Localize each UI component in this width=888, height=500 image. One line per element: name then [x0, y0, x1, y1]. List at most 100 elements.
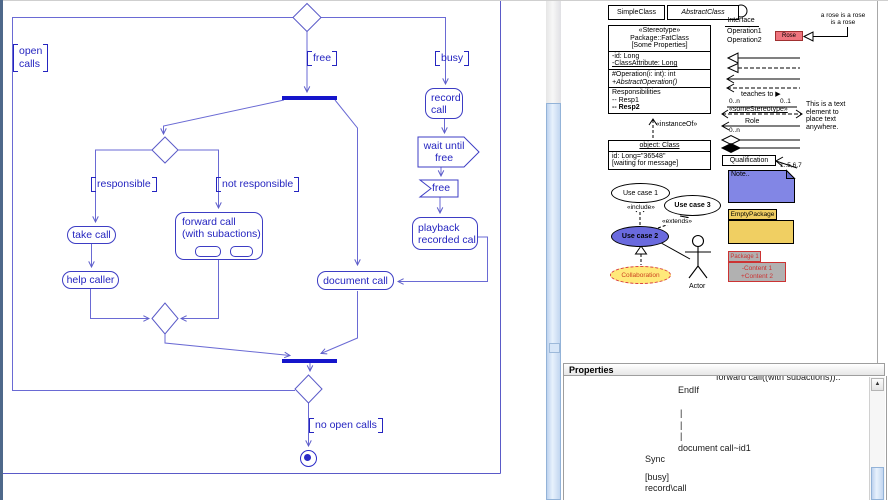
subaction-1[interactable]	[195, 246, 221, 257]
palette-use-case-1[interactable]: Use case 1	[611, 183, 670, 203]
responsibility-decision-diamond	[151, 136, 179, 164]
action-help-caller[interactable]: help caller	[62, 271, 119, 289]
properties-text-line[interactable]: Sync	[645, 454, 666, 464]
action-playback[interactable]: playback recorded cal	[412, 217, 478, 250]
rel-role: Role	[745, 118, 760, 125]
palette-fat-class[interactable]: «Stereotype» Package::FatClass [Some Pro…	[608, 25, 711, 114]
activity-connectors[interactable]	[88, 17, 488, 448]
palette-collaboration[interactable]: Collaboration	[610, 266, 671, 284]
instanceof-arrow[interactable]	[648, 118, 658, 139]
properties-text-line[interactable]: |	[680, 431, 683, 441]
properties-text-line[interactable]: EndIf	[678, 385, 700, 395]
fork-bar[interactable]	[282, 96, 337, 100]
palette-package1-body[interactable]: -Content 1 +Content 2	[728, 262, 786, 282]
rel-mult-right: 0..1	[780, 98, 791, 105]
loop-connector[interactable]	[12, 17, 296, 391]
fat-class-attr1: -id: Long	[612, 52, 640, 60]
palette-actor-label: Actor	[689, 283, 706, 290]
rose-inheritance-arrow[interactable]	[802, 27, 848, 42]
signal-shapes[interactable]	[417, 136, 480, 198]
palette-package1-tab[interactable]: Package 1	[728, 251, 761, 262]
palette-relation-rows[interactable]	[720, 52, 803, 169]
properties-title: Properties	[569, 365, 614, 375]
properties-text-line[interactable]: forward call((with subactions))..	[716, 372, 841, 382]
palette-empty-package-body[interactable]	[728, 220, 794, 244]
actor-icon[interactable]	[685, 234, 711, 279]
fat-class-stereotype: «Stereotype»	[638, 27, 681, 34]
fat-class-resp-header: Responsibilities	[612, 89, 661, 97]
properties-vscrollbar[interactable]: ▲	[869, 377, 885, 500]
palette-rose-class[interactable]: Rose	[775, 31, 803, 41]
rel-mult-left: 0..n	[729, 98, 740, 105]
rel-qual-mult: 1..5,6,7	[780, 162, 802, 169]
scrollbar-grip	[549, 343, 560, 353]
diagram-frame[interactable]	[3, 0, 501, 474]
rel-stereotype[interactable]: «someStereotype»	[729, 106, 788, 113]
subaction-2[interactable]	[230, 246, 253, 257]
guard-responsible[interactable]: responsible	[91, 177, 157, 192]
guard-open-calls[interactable]: open calls	[13, 44, 49, 72]
signal-send-shape	[417, 136, 480, 168]
guard-no-open-calls[interactable]: no open calls	[309, 418, 383, 433]
fat-class-op2: +AbstractOperation()	[612, 78, 678, 86]
package1-content1: -Content 1	[741, 265, 773, 272]
object-class-attr2: [waiting for message]	[612, 160, 679, 168]
guard-not-responsible[interactable]: not responsible	[216, 177, 300, 192]
canvas-vscrollbar-thumb[interactable]	[546, 103, 561, 500]
guard-busy[interactable]: busy	[435, 51, 470, 66]
palette-instanceof-label[interactable]: «instanceOf»	[656, 121, 698, 128]
palette-empty-package-tab[interactable]: EmptyPackage	[728, 209, 777, 220]
palette-interface-title[interactable]: Interface	[727, 17, 755, 24]
palette-object-class[interactable]: object: Class id: Long="36548" [waiting …	[608, 140, 711, 170]
note-shape[interactable]	[728, 169, 796, 203]
palette-extends-label: «extends»	[662, 218, 692, 225]
palette-rose-text[interactable]: a rose is a rose is a rose	[820, 12, 866, 26]
rel-role-mult: 0..n	[729, 127, 740, 134]
palette-right-border	[877, 0, 878, 363]
palette-use-case-2[interactable]: Use case 2	[611, 226, 669, 247]
fat-class-attr2: -ClassAttribute: Long	[612, 60, 678, 68]
fat-class-resp1: -- Resp1	[612, 96, 639, 104]
signal-receipt-shape	[418, 179, 459, 198]
action-take-call[interactable]: take call	[67, 226, 116, 244]
palette-text-element[interactable]: This is a text element to place text any…	[806, 101, 846, 131]
decision-diamonds[interactable]	[151, 2, 323, 404]
signal-send-label[interactable]: wait until free	[423, 140, 465, 164]
palette-include-label: «include»	[627, 204, 655, 211]
object-class-title: object: Class	[639, 142, 680, 149]
properties-text-line[interactable]: record\call	[645, 483, 687, 493]
properties-vscrollbar-thumb[interactable]	[871, 467, 884, 500]
bottom-decision-diamond	[294, 374, 323, 404]
properties-text-line[interactable]: document call~id1	[678, 443, 751, 453]
action-record-call[interactable]: record call	[425, 88, 463, 119]
palette-interface-op2: Operation2	[727, 37, 762, 44]
final-node-core	[304, 454, 311, 461]
properties-text-line[interactable]: |	[680, 420, 683, 430]
palette-interface-op1: Operation1	[727, 28, 762, 35]
join-bar[interactable]	[282, 359, 337, 363]
properties-text-line[interactable]: [busy]	[645, 472, 670, 482]
rel-teaches-to[interactable]: teaches to ▶	[741, 91, 781, 98]
canvas-vscrollbar[interactable]	[546, 0, 561, 500]
properties-header: Properties	[563, 363, 885, 376]
palette-note-label[interactable]: Note..	[731, 171, 750, 178]
fat-class-properties: [Some Properties]	[631, 42, 688, 50]
action-document-call[interactable]: document call	[317, 271, 394, 290]
signal-receipt-label[interactable]: free	[432, 182, 451, 194]
fat-class-name: Package::FatClass	[630, 34, 689, 42]
scroll-up-icon: ▲	[874, 381, 881, 387]
window-top-edge	[3, 0, 888, 1]
rel-qualification[interactable]: Qualification	[722, 155, 776, 166]
properties-content[interactable]	[563, 376, 887, 500]
palette-simple-class[interactable]: SimpleClass	[608, 5, 665, 20]
properties-text-line[interactable]: |	[680, 408, 683, 418]
scroll-up-button[interactable]: ▲	[871, 378, 884, 391]
merge-diamond	[151, 302, 179, 335]
final-node[interactable]	[300, 450, 317, 467]
guard-free[interactable]: free	[307, 51, 338, 66]
window-left-edge	[0, 0, 3, 500]
package1-content2: +Content 2	[741, 273, 773, 280]
palette-abstract-class[interactable]: AbstractClass	[667, 5, 739, 20]
palette-use-case-3[interactable]: Use case 3	[664, 195, 721, 216]
